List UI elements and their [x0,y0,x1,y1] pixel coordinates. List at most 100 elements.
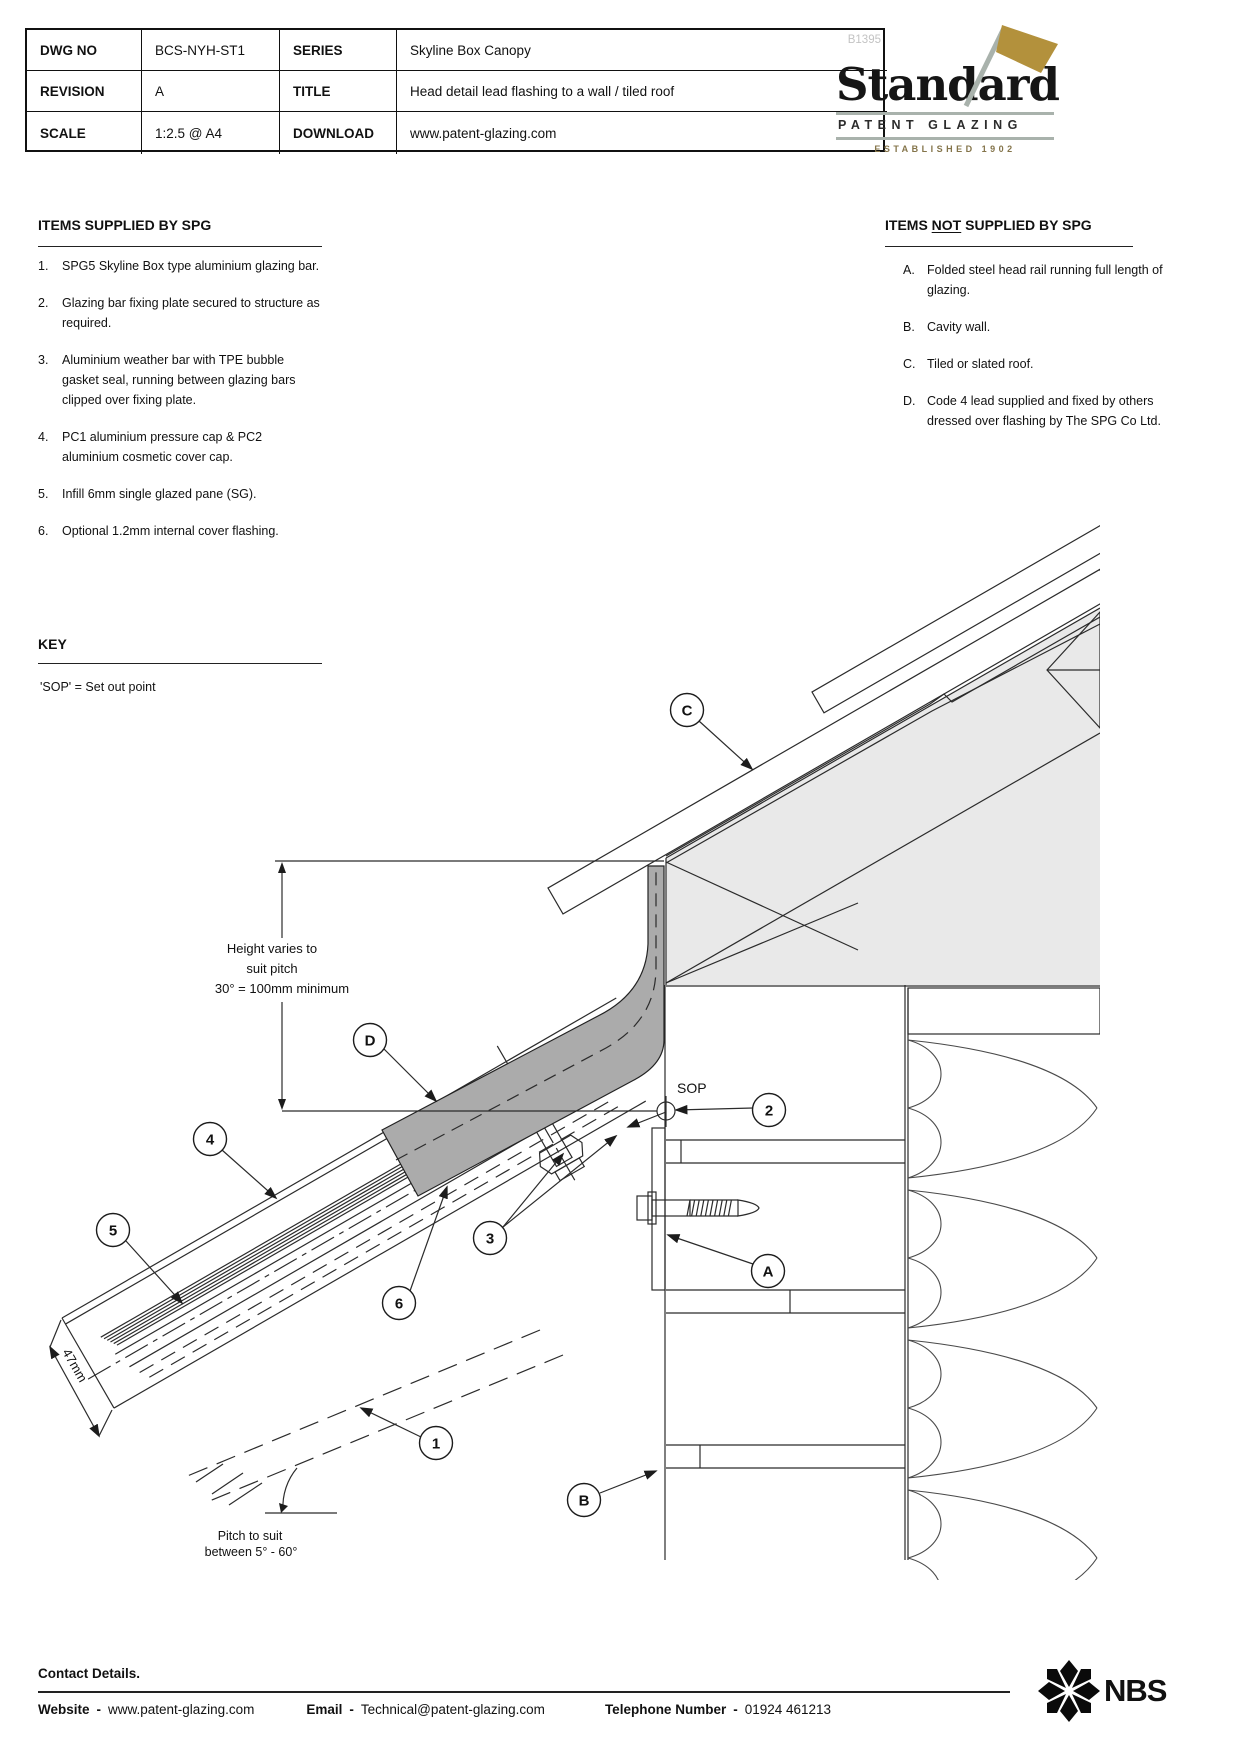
tiled-roof-lower-band [547,568,1100,915]
set-out-point-marker [656,1096,676,1127]
insulation-loop [907,1489,942,1559]
company-logo: Standard PATENT GLAZING ESTABLISHED 1902 [836,25,1060,154]
leader-line-3 [502,1134,618,1228]
insulation-loop [907,1189,1098,1259]
nbs-label: NBS [1104,1673,1167,1708]
email-label: Email [306,1702,343,1717]
supplied-item: 6.Optional 1.2mm internal cover flashing… [38,521,320,541]
callout-bubble-5 [95,1212,131,1248]
callout-label-D: D [365,1033,376,1050]
callout-bubble-B [566,1482,602,1518]
tiled-roof-upper-band [811,524,1100,714]
callout-label-5: 5 [109,1223,117,1240]
pitch-annotation [184,1329,564,1514]
leader-line-4 [221,1149,278,1200]
series-value: Skyline Box Canopy [397,30,887,71]
callout-label-4: 4 [206,1132,215,1149]
logo-established: ESTABLISHED 1902 [874,144,1016,154]
supplied-item-index: 1. [38,259,49,273]
insulation-loop [907,1407,942,1479]
callout-bubble-C [669,692,705,728]
screw-threads [686,1199,732,1217]
nbs-logo: NBS [1038,1658,1167,1724]
leader-line-C [698,720,754,771]
callout-label-C: C [682,703,693,720]
pitch-label-line1: Pitch to suit [218,1529,283,1543]
cavity-insulation-quilt [907,1039,1098,1580]
title-block-table: DWG NO BCS-NYH-ST1 SERIES Skyline Box Ca… [25,28,887,154]
supplied-item: 3.Aluminium weather bar with TPE bubble … [38,350,320,410]
not-supplied-heading: ITEMS NOT SUPPLIED BY SPG [885,217,1092,233]
not-supplied-item-index: A. [903,263,915,277]
not-supplied-item-text: Tiled or slated roof. [927,357,1034,371]
callout-label-3: 3 [486,1231,494,1248]
supplied-item-text: Aluminium weather bar with TPE bubble ga… [62,353,296,407]
insulation-loop [907,1489,1098,1559]
callout-label-A: A [763,1264,774,1281]
not-supplied-item-index: C. [903,357,916,371]
insulation-loop [1074,1557,1098,1580]
not-supplied-list: A.Folded steel head rail running full le… [903,260,1185,448]
pitch-label-line2: between 5° - 60° [205,1545,298,1559]
callout-label-6: 6 [395,1296,403,1313]
supplied-item: 2.Glazing bar fixing plate secured to st… [38,293,320,333]
title-value: Head detail lead flashing to a wall / ti… [397,71,887,112]
revision-label: REVISION [27,71,142,112]
hex-nut [538,1134,584,1175]
website-link[interactable]: www.patent-glazing.com [108,1702,255,1717]
not-supplied-item: D. Code 4 lead supplied and fixed by othe… [903,391,1185,431]
logo-divider-bottom [836,137,1054,140]
callout-bubble-D [352,1022,388,1058]
scale-value: 1:2.5 @ A4 [142,112,280,154]
download-url[interactable]: www.patent-glazing.com [410,125,557,141]
insulation-loop [907,1189,942,1259]
download-label: DOWNLOAD [280,112,397,154]
not-supplied-item-text: Code 4 lead supplied and fixed by others… [927,394,1161,428]
not-supplied-item-text: Cavity wall. [927,320,991,334]
not-supplied-item: A.Folded steel head rail running full le… [903,260,1185,300]
email-link[interactable]: Technical@patent-glazing.com [360,1702,545,1717]
not-supplied-item-index: D. [903,394,916,408]
title-label: TITLE [280,71,397,112]
scale-label: SCALE [27,112,142,154]
insulation-loop [907,1557,939,1580]
callout-label-1: 1 [432,1436,440,1453]
insulation-loop [907,1257,942,1329]
not-supplied-item-index: B. [903,320,915,334]
key-heading: KEY [38,636,67,652]
wall-plate-timber [1046,611,1100,729]
callout-bubble-4 [192,1121,228,1157]
supplied-rule [38,246,322,247]
supplied-item: 5.Infill 6mm single glazed pane (SG). [38,484,320,504]
leader-line-B [599,1470,658,1494]
callout-bubble-1 [418,1425,454,1461]
screw-head [636,1195,653,1221]
callout-label-2: 2 [765,1103,773,1120]
cavity-wall-section [664,978,1100,1580]
leader-line-2 [626,1111,667,1128]
leader-line-6 [409,1185,448,1292]
leader-line-3 [502,1152,565,1228]
logo-subtitle: PATENT GLAZING [838,118,1023,132]
supplied-item-text: PC1 aluminium pressure cap & PC2 alumini… [62,430,263,464]
phone-value: 01924 461213 [744,1702,832,1717]
supplied-item: 1.SPG5 Skyline Box type aluminium glazin… [38,256,320,276]
logo-name: Standard [836,58,1060,111]
contact-row: Website - www.patent-glazing.com Email -… [38,1702,832,1717]
leader-line-1 [359,1407,422,1438]
insulation-loop [907,1339,942,1409]
nbs-pinwheel-icon [1038,1660,1100,1722]
leader-line-5 [125,1240,184,1305]
height-dimension [275,860,664,1112]
key-rule [38,663,322,664]
contact-details-heading: Contact Details. [38,1666,141,1681]
insulation-loop [907,1339,1098,1409]
bar-depth-dimension [49,1319,113,1438]
phone-label: Telephone Number [604,1702,727,1717]
insulation-loop [907,1107,1098,1179]
insulation-loop [907,1407,1098,1479]
sop-label: SOP [677,1080,707,1096]
dwg-no-label: DWG NO [27,30,142,71]
leader-line-D [383,1048,438,1103]
